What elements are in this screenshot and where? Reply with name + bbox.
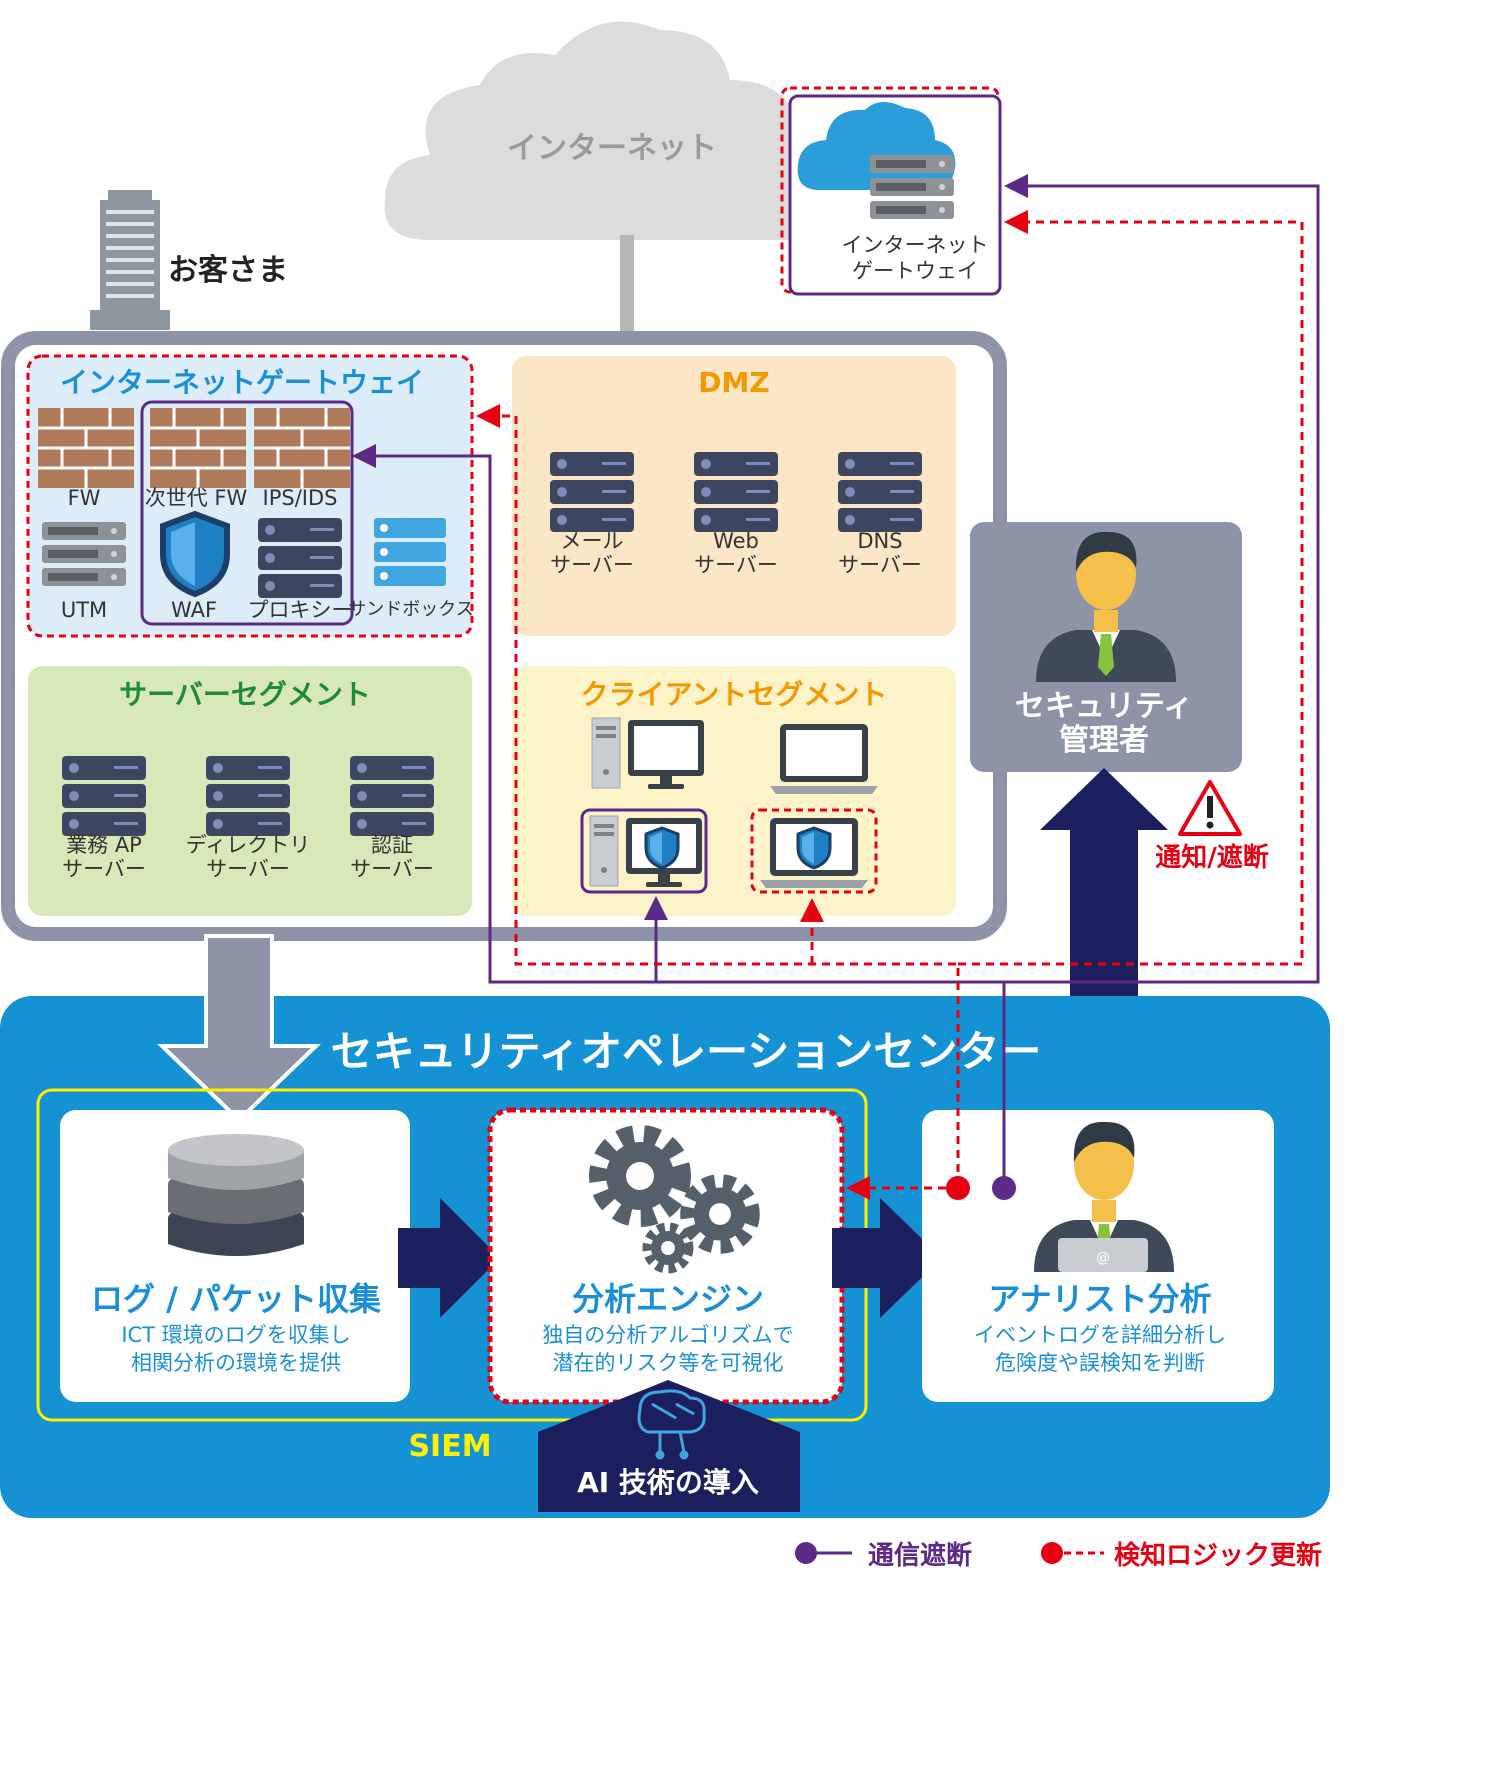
- client-detect-frame: [750, 808, 878, 894]
- dns-server-label-1: DNS: [857, 529, 902, 553]
- cloud-gateway-label-1: インターネット: [842, 233, 989, 257]
- business-ap-server-label-2: サーバー: [62, 857, 146, 881]
- engine-box-line-1: 独自の分析アルゴリズムで: [542, 1323, 793, 1347]
- log-collection-box: [60, 1110, 410, 1402]
- siem-label: SIEM: [408, 1429, 491, 1464]
- ips-firewall-icon: [252, 406, 352, 490]
- gateway-block-frame: [140, 400, 354, 626]
- client-segment-title: クライアントセグメント: [581, 678, 888, 711]
- proxy-server-icon: [258, 518, 342, 598]
- database-icon: [168, 1134, 304, 1256]
- legend-block-label: 通信遮断: [868, 1540, 972, 1571]
- internet-cloud: [384, 21, 846, 335]
- cloud-gateway-label-2: ゲートウェイ: [852, 259, 978, 283]
- cloud-server-icon: [797, 101, 956, 219]
- directory-server-label-2: サーバー: [206, 857, 290, 881]
- legend-update-label: 検知ロジック更新: [1114, 1540, 1322, 1571]
- svg-text:@: @: [1096, 1250, 1110, 1266]
- waf-shield-icon: [163, 514, 227, 594]
- waf-label: WAF: [171, 598, 217, 622]
- directory-server-label-1: ディレクトリ: [186, 833, 311, 857]
- block-lines: [372, 184, 1320, 1186]
- log-flow-arrow: [157, 934, 321, 1123]
- gateway-title: インターネットゲートウェイ: [60, 366, 424, 399]
- ngfw-label: 次世代 FW: [145, 486, 248, 510]
- sandbox-label: サンドボックス: [348, 599, 473, 620]
- log-box-line-2: 相関分析の環境を提供: [131, 1351, 341, 1375]
- analyst-box-title: アナリスト分析: [988, 1280, 1211, 1318]
- internet-label: インターネット: [507, 131, 717, 166]
- building-icon: [90, 190, 170, 330]
- ai-label: AI 技術の導入: [577, 1466, 759, 1499]
- mail-server-label-1: メール: [561, 529, 624, 553]
- log-box-line-1: ICT 環境のログを収集し: [121, 1323, 350, 1347]
- sandbox-server-icon: [374, 518, 446, 586]
- dns-server-icon: [838, 452, 922, 532]
- ai-box: [538, 1380, 800, 1512]
- soc-title: セキュリティオペレーションセンター: [331, 1027, 1042, 1076]
- log-box-title: ログ / パケット収集: [91, 1280, 381, 1318]
- gateway-region: [26, 354, 474, 638]
- analyst-box-line-2: 危険度や誤検知を判断: [995, 1351, 1205, 1375]
- update-origin-dot: [946, 1176, 970, 1200]
- web-server-label-1: Web: [713, 529, 759, 553]
- pc-shield-icon: [644, 826, 680, 870]
- legend: 通信遮断 検知ロジック更新: [795, 1540, 1322, 1571]
- business-ap-server-icon: [62, 756, 146, 836]
- proxy-label: プロキシー: [248, 598, 353, 622]
- update-lines: [498, 220, 1304, 1190]
- security-admin-label-1: セキュリティ: [1015, 689, 1193, 724]
- ngfw-firewall-icon: [148, 406, 248, 490]
- analyst-box-line-1: イベントログを詳細分析し: [974, 1323, 1226, 1347]
- business-ap-server-label-1: 業務 AP: [66, 833, 142, 857]
- block-origin-dot: [992, 1176, 1016, 1200]
- client-block-frame: [580, 808, 708, 894]
- security-admin-label-2: 管理者: [1059, 723, 1149, 758]
- directory-server-icon: [206, 756, 290, 836]
- warning-icon: [1178, 780, 1242, 836]
- auth-server-label-1: 認証: [371, 833, 413, 857]
- server-segment-title: サーバーセグメント: [119, 678, 371, 711]
- laptop-shield-icon: [796, 826, 832, 870]
- block-arrowheads: [352, 174, 1028, 920]
- internet-link-line: [620, 235, 634, 335]
- mail-server-label-2: サーバー: [550, 553, 634, 577]
- engine-box-title: 分析エンジン: [572, 1280, 764, 1318]
- analyst-laptop-icon: @: [1058, 1238, 1148, 1272]
- fw-firewall-icon: [36, 406, 136, 490]
- utm-label: UTM: [61, 598, 107, 622]
- dns-server-label-2: サーバー: [838, 553, 922, 577]
- ai-brain-icon: [637, 1389, 706, 1460]
- web-server-icon: [694, 452, 778, 532]
- ips-label: IPS/IDS: [263, 486, 338, 510]
- engine-box-line-2: 潜在的リスク等を可視化: [553, 1351, 784, 1375]
- auth-server-icon: [350, 756, 434, 836]
- web-server-label-2: サーバー: [694, 553, 778, 577]
- dmz-title: DMZ: [698, 366, 769, 399]
- notify-block-label: 通知/遮断: [1155, 842, 1269, 873]
- fw-label: FW: [68, 486, 101, 510]
- utm-rack-icon: [42, 522, 126, 586]
- update-arrowheads: [476, 210, 1028, 1200]
- engine-to-analyst-arrow: [832, 1198, 942, 1318]
- customer-label: お客さま: [168, 253, 288, 288]
- mail-server-icon: [550, 452, 634, 532]
- auth-server-label-2: サーバー: [350, 857, 434, 881]
- log-to-engine-arrow: [398, 1198, 500, 1318]
